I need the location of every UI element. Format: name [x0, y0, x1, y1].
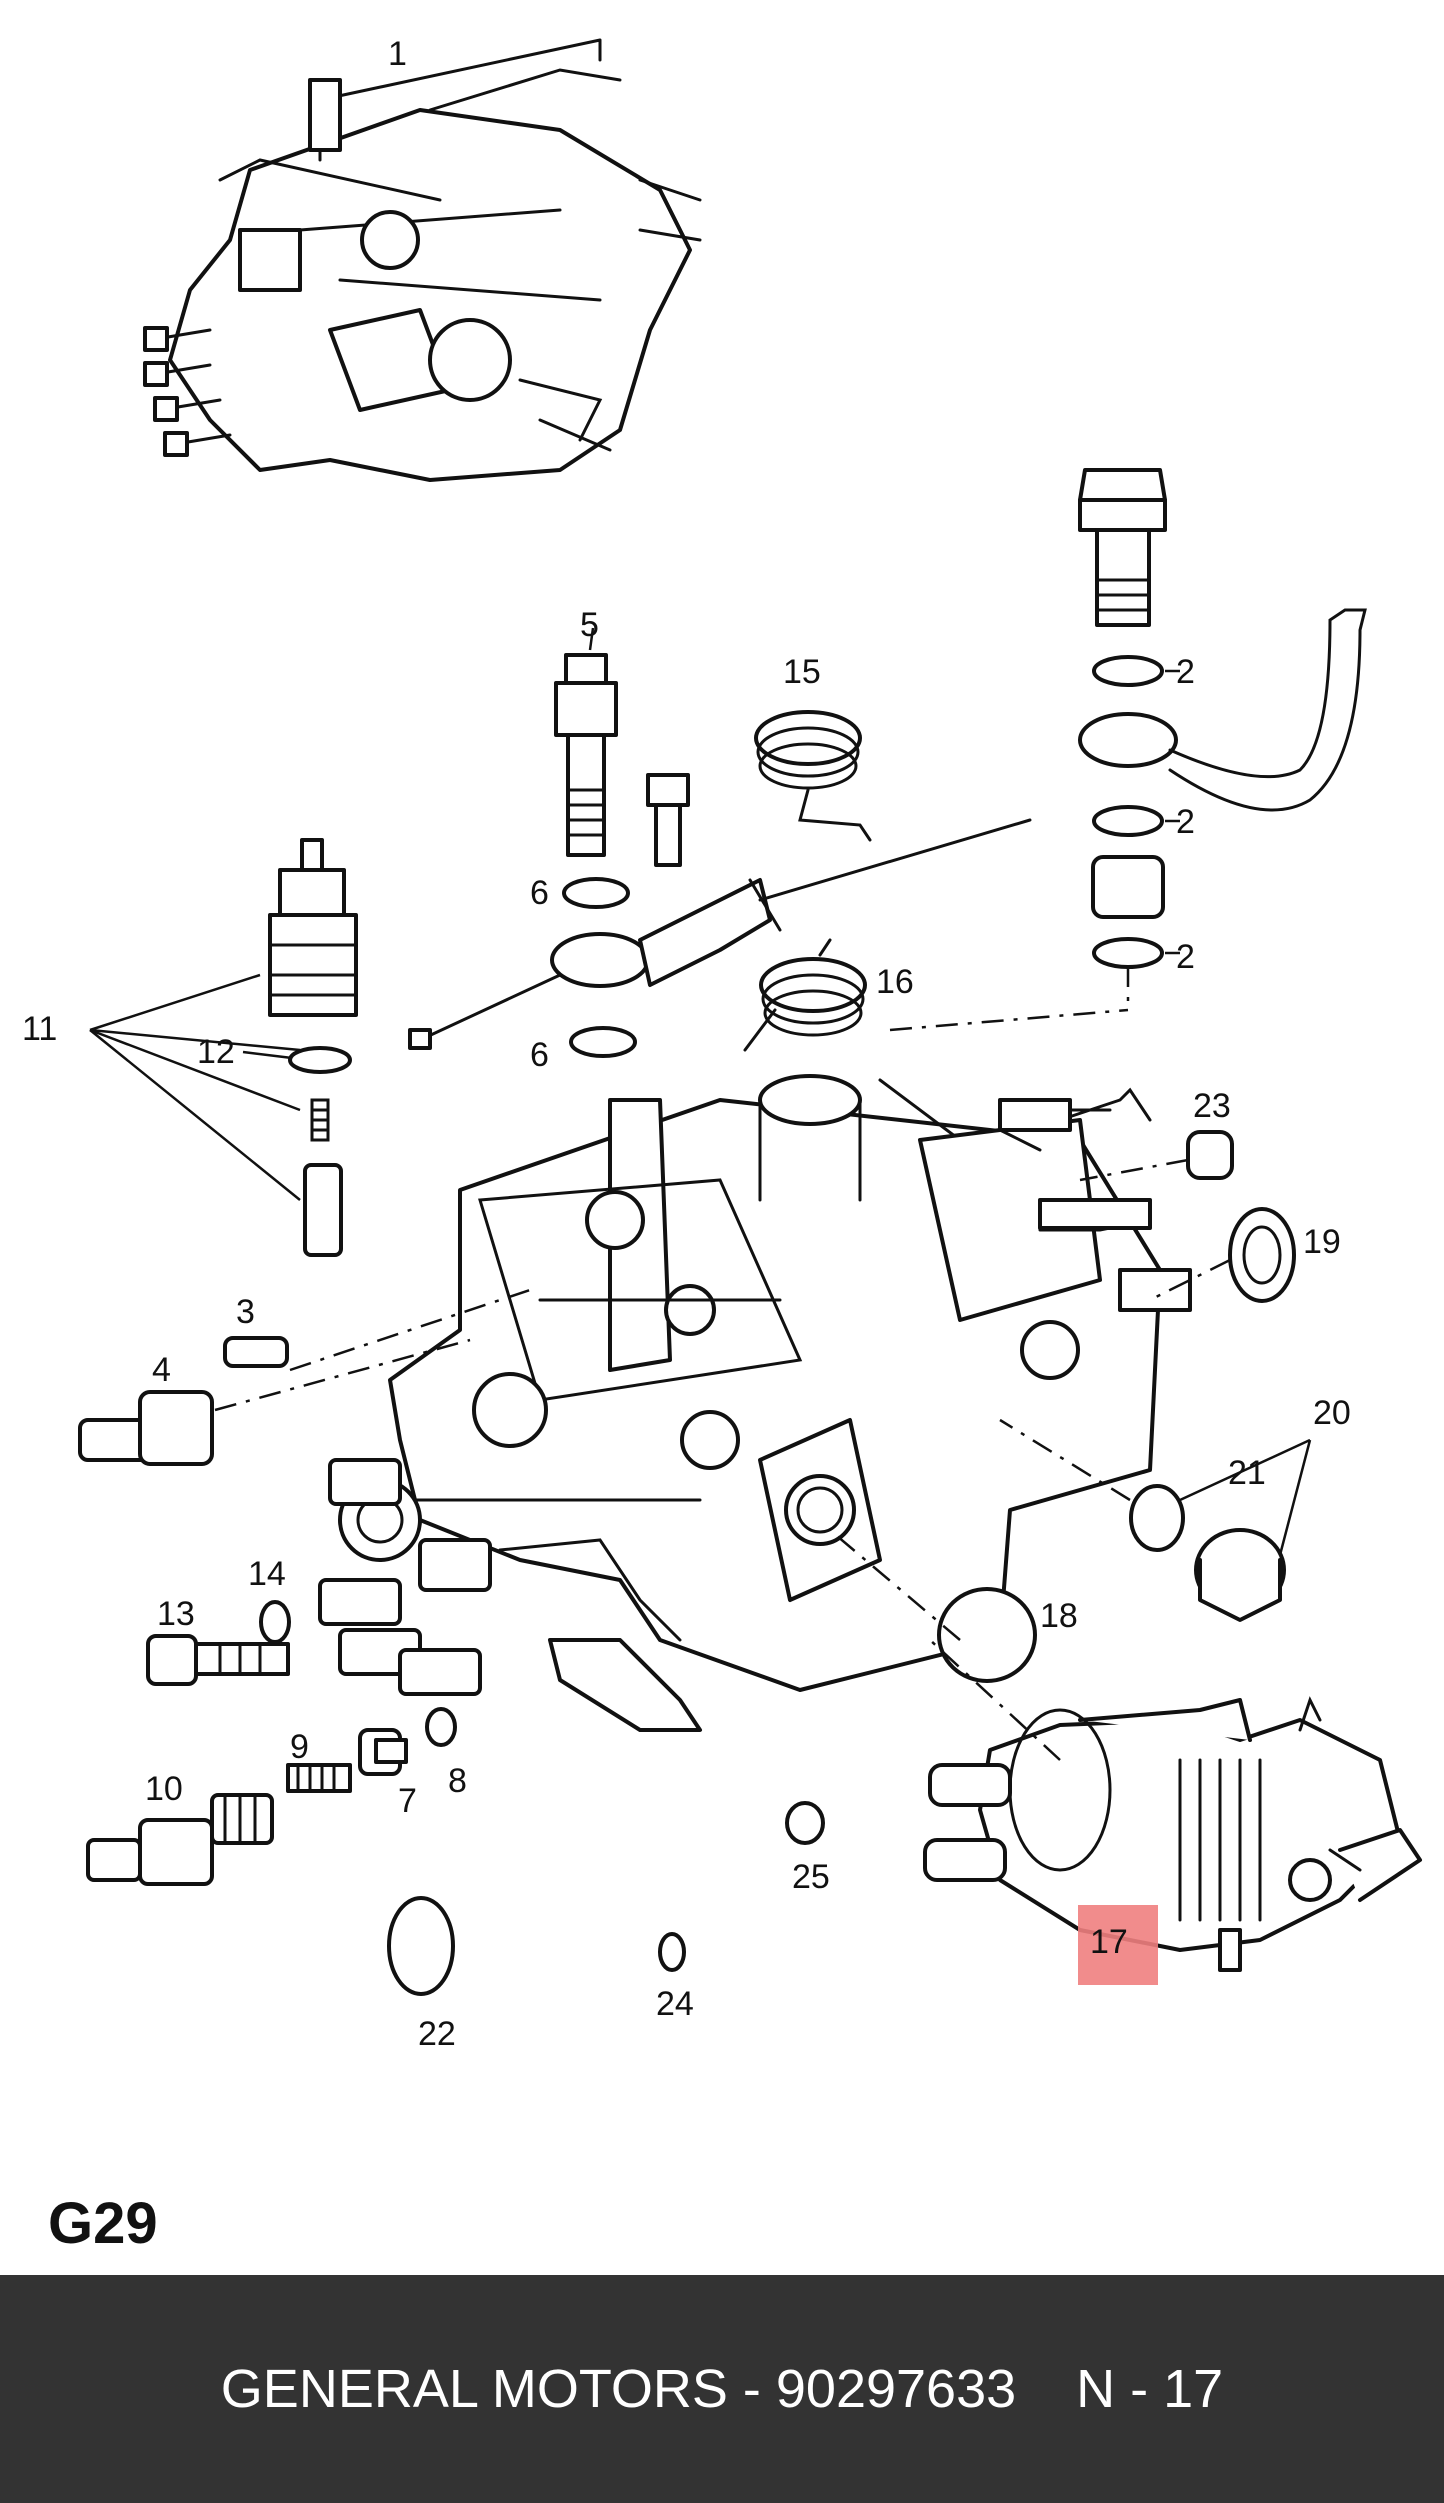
highlight-box-17	[1078, 1905, 1158, 1985]
o-ring-22	[387, 1896, 455, 1996]
sheet-code: G29	[48, 2191, 158, 2256]
footer-part-text: GENERAL MOTORS - 90297633 N - 17	[220, 2359, 1224, 2419]
spring-9	[286, 1763, 352, 1793]
washer-14	[259, 1600, 291, 1644]
callout-18: 18	[1040, 1597, 1078, 1635]
callout-16: 16	[876, 963, 914, 1001]
callout-labels: 1 5 15 2 2 2 6 6 16 11 12 23 19 3 4 20 2…	[22, 35, 1351, 2053]
callout-2-lower: 2	[1176, 938, 1195, 976]
banjo-pipe-right	[1078, 608, 1367, 812]
callout-13: 13	[157, 1595, 195, 1633]
leader-lines	[89, 627, 1312, 1556]
exploded-parts-diagram: 1 5 15 2 2 2 6 6 16 11 12 23 19 3 4 20 2…	[22, 35, 1422, 2053]
o-ring-12	[288, 1046, 352, 1074]
callout-7: 7	[398, 1782, 417, 1820]
callout-21: 21	[1228, 1454, 1266, 1492]
plug-20	[1194, 1528, 1286, 1622]
fitting-right	[1118, 1268, 1192, 1312]
valve-7	[358, 1728, 408, 1776]
seal-19	[1228, 1207, 1296, 1303]
o-ring-21	[1129, 1484, 1185, 1552]
callout-11: 11	[22, 1010, 57, 1048]
callout-1: 1	[388, 35, 407, 73]
callout-2-upper: 2	[1176, 653, 1195, 691]
bolt-4	[78, 1390, 214, 1466]
seal-ring-6-lower	[569, 1026, 637, 1058]
footer-bar: GENERAL MOTORS - 90297633 N - 17	[0, 2275, 1444, 2503]
spring-small	[310, 1098, 330, 1142]
delivery-valve-fittings	[318, 1458, 492, 1696]
callout-10: 10	[145, 1770, 183, 1808]
assembly-lines	[214, 965, 1231, 1761]
banjo-bolt-5	[554, 653, 618, 857]
ring-25	[785, 1801, 825, 1845]
callout-6-lower: 6	[530, 1036, 549, 1074]
callout-5: 5	[580, 606, 599, 644]
banjo-bolt-right	[1078, 468, 1167, 627]
spacer-sleeve	[1091, 855, 1165, 919]
callout-23: 23	[1193, 1087, 1231, 1125]
callout-3: 3	[236, 1293, 255, 1331]
fuel-return-pipe	[408, 818, 1032, 1050]
pump-housing	[338, 1074, 1162, 1732]
spring-16	[743, 938, 867, 1052]
washer-2-lower	[1092, 937, 1164, 969]
callout-20: 20	[1313, 1394, 1351, 1432]
callout-4: 4	[152, 1351, 171, 1389]
washer-2-middle	[1092, 805, 1164, 837]
bolt-13	[146, 1634, 290, 1686]
fitting-10	[86, 1793, 274, 1886]
callout-14: 14	[248, 1555, 286, 1593]
callout-25: 25	[792, 1858, 830, 1896]
o-ring-18	[937, 1587, 1037, 1683]
actuator-17	[923, 1696, 1422, 1972]
screw-right	[1038, 1198, 1152, 1230]
callout-8: 8	[448, 1762, 467, 1800]
callout-9: 9	[290, 1728, 309, 1766]
washer-2-upper	[1092, 655, 1164, 687]
seal-ring-6-upper	[562, 877, 630, 909]
pump-assembly-overview	[143, 38, 702, 482]
stud-bolt	[998, 1098, 1112, 1152]
washer-8	[425, 1707, 457, 1747]
stop-solenoid-11	[268, 838, 358, 1017]
ring-24	[658, 1932, 686, 1972]
spring-15	[754, 710, 872, 842]
callout-22: 22	[418, 2015, 456, 2053]
callout-12: 12	[197, 1033, 235, 1071]
callout-6-upper: 6	[530, 874, 549, 912]
callout-19: 19	[1303, 1223, 1341, 1261]
callout-24: 24	[656, 1985, 694, 2023]
callout-15: 15	[783, 653, 821, 691]
callout-17: 17	[1090, 1923, 1128, 1961]
small-bolt	[646, 773, 690, 867]
pin-3	[223, 1336, 289, 1368]
callout-2-middle: 2	[1176, 803, 1195, 841]
solenoid-plunger	[303, 1163, 343, 1257]
nut-23	[1186, 1130, 1234, 1180]
